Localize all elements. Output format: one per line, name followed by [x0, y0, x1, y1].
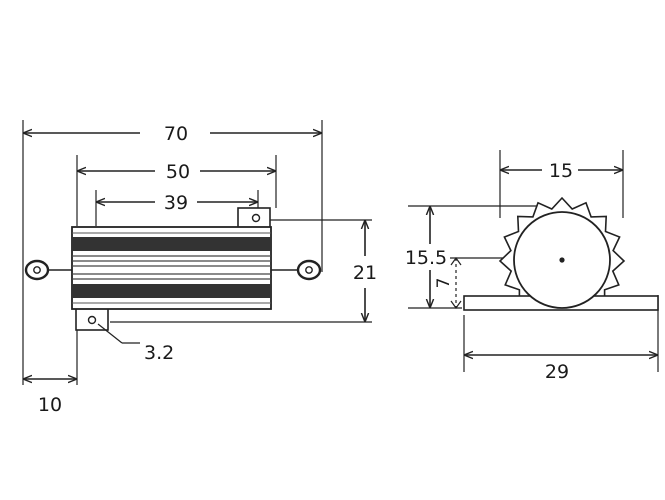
- dim-label-39: 39: [164, 192, 188, 214]
- dim-label-70: 70: [164, 123, 188, 145]
- leader-3-2: [97, 323, 123, 344]
- dim-arrow-7-top: [450, 256, 462, 266]
- dim-label-15-5: 15.5: [405, 247, 447, 269]
- dim-arrow-7-bottom: [450, 300, 462, 310]
- dim-label-7: 7: [434, 278, 454, 289]
- dim-label-50: 50: [166, 161, 190, 183]
- dim-label-3-2: 3.2: [144, 342, 174, 364]
- dim-label-29: 29: [545, 361, 569, 383]
- mounting-hole-bottom: [87, 315, 97, 325]
- mounting-hole-top: [251, 213, 261, 223]
- dim-label-10: 10: [38, 394, 62, 416]
- center-point: [559, 257, 565, 263]
- dim-label-21: 21: [353, 262, 377, 284]
- dim-label-15: 15: [549, 160, 573, 182]
- side-view: 70 50 39: [22, 120, 377, 416]
- end-view: 15 15.5 7 29: [405, 150, 659, 383]
- lead-hole-right: [305, 266, 313, 274]
- resistor-body: [71, 226, 272, 310]
- lead-hole-left: [33, 266, 41, 274]
